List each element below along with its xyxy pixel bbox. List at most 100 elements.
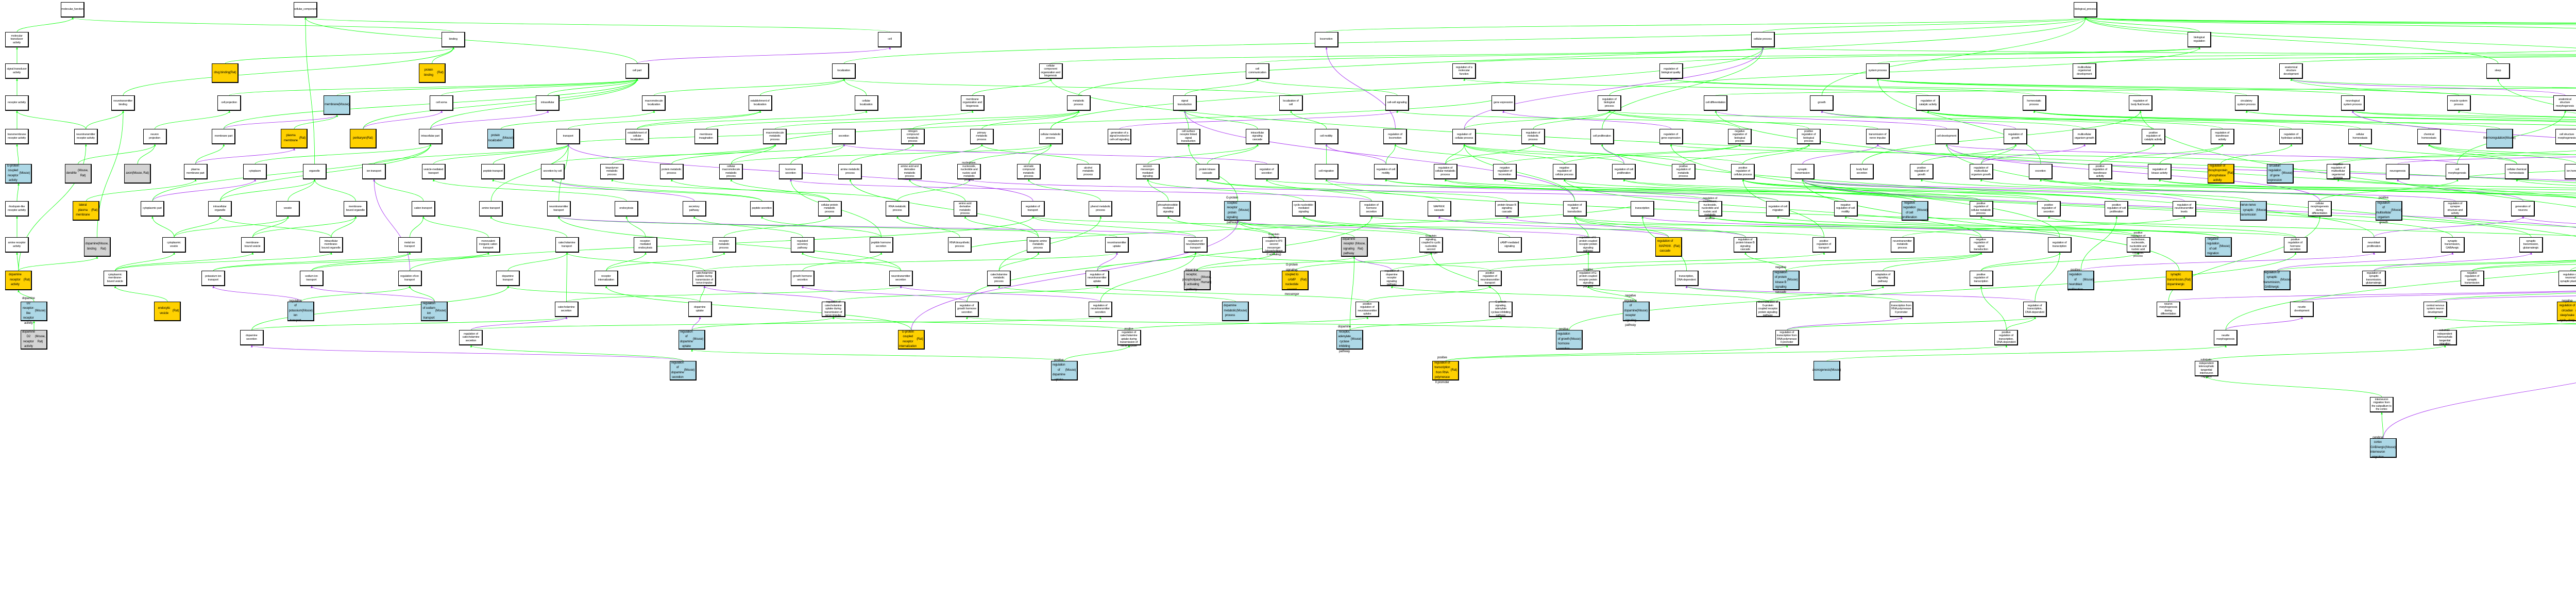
go-term-node[interactable]: dopamine D2 receptor activity(Mouse, Rat… bbox=[21, 330, 47, 350]
go-term-node[interactable]: regulation of dopamine secretion(Mouse) bbox=[670, 361, 697, 381]
go-term-node[interactable]: cellular process bbox=[1751, 32, 1775, 47]
go-term-node[interactable]: positive regulation of cell proliferatio… bbox=[2105, 201, 2129, 217]
go-term-node[interactable]: synaptic transmission, dopaminergic(Rat) bbox=[2165, 271, 2193, 290]
go-term-node[interactable]: negative regulation of cell migration(Mo… bbox=[2205, 237, 2232, 257]
go-term-node[interactable]: rhodopsin-like receptor activity bbox=[5, 201, 29, 217]
go-term-node[interactable]: transcription bbox=[1631, 201, 1655, 217]
go-term-node[interactable]: anatomical structure development bbox=[2279, 63, 2303, 79]
go-term-node[interactable]: second-messenger-mediated signaling bbox=[1136, 164, 1160, 179]
go-term-node[interactable]: lateral plasma membrane(Rat) bbox=[73, 201, 100, 221]
go-term-node[interactable]: positive regulation of transcription fro… bbox=[1432, 356, 1459, 384]
go-term-node[interactable]: neurotransmitter secretion bbox=[889, 271, 913, 286]
go-term-node[interactable]: regulation of kinase activity bbox=[2148, 164, 2172, 179]
go-term-node[interactable]: protein binding(Rat) bbox=[418, 63, 446, 83]
go-term-node[interactable]: membrane-bound organelle bbox=[344, 201, 368, 217]
go-term-node[interactable]: MAPKKK cascade bbox=[1427, 201, 1451, 217]
go-term-node[interactable]: cell-cell signaling bbox=[1385, 95, 1410, 111]
go-term-node[interactable]: regulation of neurotransmitter levels bbox=[2172, 201, 2196, 217]
go-term-node[interactable]: peptide hormone secretion bbox=[869, 237, 893, 253]
go-term-node[interactable]: peptide transport bbox=[481, 164, 505, 179]
go-term-node[interactable]: regulation of a molecular function bbox=[1452, 63, 1477, 79]
go-term-node[interactable]: membrane-bound vesicle bbox=[241, 237, 265, 253]
go-term-node[interactable]: alcohol metabolic process bbox=[1076, 164, 1100, 179]
go-term-node[interactable]: regulation of multicellular organism gro… bbox=[1969, 164, 1993, 179]
go-term-node[interactable]: regulation of sodium ion transport(Mouse… bbox=[421, 302, 448, 321]
go-term-node[interactable]: protein kinase B signaling cascade bbox=[1495, 201, 1519, 217]
go-term-node[interactable]: system process bbox=[1866, 63, 1890, 79]
go-term-node[interactable]: cell communication bbox=[1245, 63, 1269, 79]
go-term-node[interactable]: protein localization(Mouse) bbox=[487, 129, 515, 148]
go-term-node[interactable]: substrate-independent telencephalic tang… bbox=[2195, 358, 2218, 378]
go-term-node[interactable]: biopolymer metabolic process bbox=[600, 164, 624, 179]
go-term-node[interactable]: positive regulation of transcription bbox=[1969, 271, 1993, 286]
go-term-node[interactable]: axonogenesis(Mouse) bbox=[1812, 361, 1841, 381]
go-term-node[interactable]: negative regulation of circadian sleep/w… bbox=[2557, 300, 2576, 322]
go-term-node[interactable]: amine metabolic process bbox=[838, 164, 862, 179]
go-term-node[interactable]: positive regulation of neurotransmitter … bbox=[1355, 302, 1380, 317]
go-term-node[interactable]: negative regulation of locomotion bbox=[1493, 164, 1517, 179]
go-term-node[interactable]: regulation of cell motility bbox=[1374, 164, 1398, 179]
go-term-node[interactable]: negative regulation of cell motility bbox=[1834, 201, 1858, 217]
go-term-node[interactable]: receptor activity bbox=[5, 95, 29, 111]
go-term-node[interactable]: G-protein coupled receptor internalizati… bbox=[897, 330, 925, 350]
go-term-node[interactable]: RNA metabolic process bbox=[886, 201, 910, 217]
go-term-node[interactable]: phosphoinositide-mediated signaling bbox=[1156, 201, 1180, 217]
go-term-node[interactable]: interneuron migration from the subpalliu… bbox=[2370, 397, 2394, 412]
go-term-node[interactable]: adaptation of signaling pathway bbox=[1871, 271, 1895, 286]
go-term-node[interactable]: macromolecule localization bbox=[642, 95, 666, 111]
go-term-node[interactable]: multicellular organismal development bbox=[2073, 63, 2097, 79]
go-term-node[interactable]: neuron projection bbox=[143, 129, 167, 144]
go-term-node[interactable]: dopamine transport bbox=[496, 271, 520, 286]
go-term-node[interactable]: G-protein signaling, coupled to cAMP nuc… bbox=[1282, 263, 1309, 296]
go-term-node[interactable]: regulation of transcription from RNA pol… bbox=[1775, 330, 1799, 345]
go-term-node[interactable]: positive regulation of neuroblast prolif… bbox=[2067, 269, 2095, 291]
go-term-node[interactable]: protein kinase cascade bbox=[1195, 164, 1219, 179]
go-term-node[interactable]: amino acid derivative metabolic process bbox=[953, 201, 977, 217]
go-term-node[interactable]: cell morphogenesis bbox=[2445, 164, 2469, 179]
go-term-node[interactable]: hormone secretion bbox=[778, 164, 803, 179]
go-term-node[interactable]: circadian regulation of gene expression(… bbox=[2267, 164, 2294, 184]
go-term-node[interactable]: G-protein coupled receptor activity(Mous… bbox=[5, 164, 32, 184]
go-term-node[interactable]: regulation of neurotransmitter uptake bbox=[1085, 271, 1109, 286]
go-term-node[interactable]: cellular component organization and biog… bbox=[1039, 63, 1063, 79]
go-term-node[interactable]: regulation of catalytic activity bbox=[1916, 95, 1940, 111]
go-term-node[interactable]: positive regulation of secretion bbox=[2037, 201, 2061, 217]
go-term-node[interactable]: neuroblast proliferation bbox=[2362, 237, 2386, 253]
go-term-node[interactable]: metabolic process bbox=[1066, 95, 1091, 111]
go-term-node[interactable]: muscle system process bbox=[2447, 95, 2471, 111]
go-term-node[interactable]: cellular chemical homeostasis bbox=[2505, 164, 2529, 179]
go-term-node[interactable]: cellular localization bbox=[854, 95, 878, 111]
go-term-node[interactable]: multicellular organism growth bbox=[2073, 129, 2097, 144]
go-term-node[interactable]: cellular_component bbox=[294, 2, 317, 18]
go-term-node[interactable]: cell motility bbox=[1314, 129, 1338, 144]
go-term-node[interactable]: cellular macromolecule metabolic process bbox=[719, 164, 743, 179]
go-term-node[interactable]: regulation of synaptic transmission, GAB… bbox=[2263, 271, 2291, 290]
go-term-node[interactable]: transport bbox=[556, 129, 581, 144]
go-term-node[interactable]: cellular protein metabolic process bbox=[818, 201, 842, 217]
go-term-node[interactable]: G-protein signaling, coupled to IP3 seco… bbox=[1262, 233, 1286, 256]
go-term-node[interactable]: positive regulation of cellular metaboli… bbox=[1969, 201, 1993, 217]
go-term-node[interactable]: cellular morphogenesis during differenti… bbox=[2308, 201, 2332, 217]
go-term-node[interactable]: neuron morphogenesis during differentiat… bbox=[2157, 302, 2181, 317]
go-term-node[interactable]: regulation of cell proliferation bbox=[1612, 164, 1636, 179]
go-term-node[interactable]: establishment of cellular localization bbox=[625, 129, 649, 144]
go-term-node[interactable]: regulation of synapse structure and acti… bbox=[2443, 201, 2467, 217]
go-term-node[interactable]: macromolecule metabolic process bbox=[763, 129, 787, 144]
go-term-node[interactable]: positive regulation of growth hormone se… bbox=[1556, 328, 1583, 351]
go-term-node[interactable]: nitrogen compound metabolic process bbox=[901, 129, 925, 144]
go-term-node[interactable]: vesicle bbox=[276, 201, 300, 217]
go-term-node[interactable]: negative regulation of synaptic transmis… bbox=[2460, 271, 2484, 286]
go-term-node[interactable]: cyclic-nucleotide-mediated signaling bbox=[1292, 201, 1316, 217]
go-term-node[interactable]: regulation of transferase activity bbox=[2210, 129, 2234, 144]
go-term-node[interactable]: regulation of transport bbox=[1021, 201, 1045, 217]
go-term-node[interactable]: phenol metabolic process bbox=[1089, 201, 1113, 217]
go-term-node[interactable]: negative regulation of cell proliferatio… bbox=[1902, 201, 1929, 221]
go-term-node[interactable]: regulation of catecholamine uptake durin… bbox=[821, 301, 845, 317]
go-term-node[interactable]: locomotion bbox=[1314, 32, 1338, 47]
go-term-node[interactable]: cytoplasmic part bbox=[140, 201, 164, 217]
go-term-node[interactable]: biogenic amine metabolic process bbox=[1026, 237, 1050, 253]
go-term-node[interactable]: negative regulation of protein kinase B … bbox=[1773, 266, 1800, 294]
go-term-node[interactable]: regulation of transcription bbox=[2048, 237, 2072, 253]
go-term-node[interactable]: dopamine secretion bbox=[240, 330, 264, 345]
go-term-node[interactable]: nerve-nerve synaptic transmission(Mouse) bbox=[2240, 201, 2267, 221]
